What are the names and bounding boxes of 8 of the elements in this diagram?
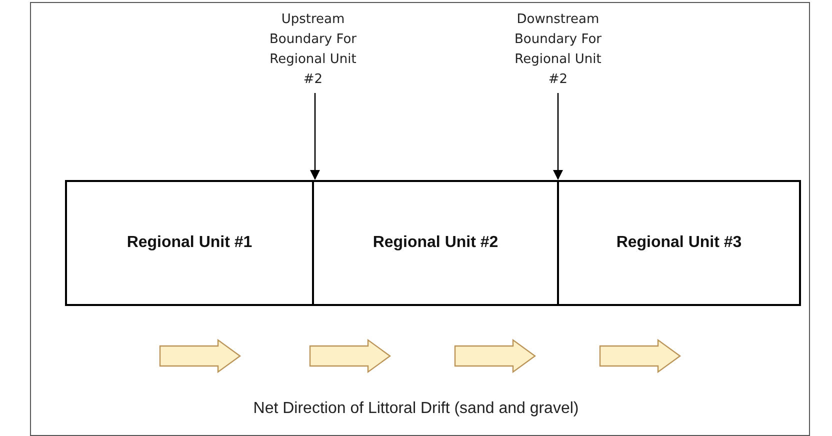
regional-unit-box: Regional Unit #3 [557,180,801,306]
boundary-label: Upstream Boundary For Regional Unit #2 [265,10,361,92]
regional-unit-box: Regional Unit #2 [312,180,559,306]
arrow [310,93,320,180]
drift-caption: Net Direction of Littoral Drift (sand and gravel) [252,400,580,418]
regional-unit-box: Regional Unit #1 [65,180,314,306]
boundary-label: Downstream Boundary For Regional Unit #2 [510,10,606,92]
arrow [553,93,563,180]
